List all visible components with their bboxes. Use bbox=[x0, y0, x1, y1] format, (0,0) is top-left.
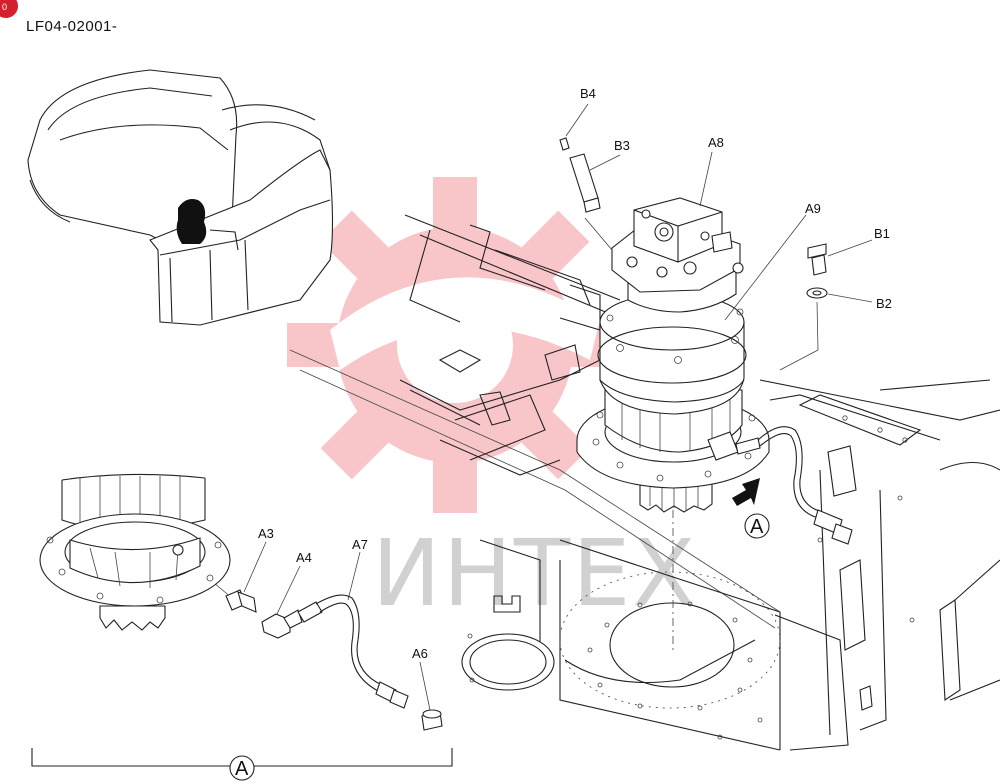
part-b2 bbox=[806, 287, 828, 299]
callout-b4: B4 bbox=[580, 86, 596, 101]
callout-a9: A9 bbox=[805, 201, 821, 216]
drawing-code: LF04-02001- bbox=[26, 18, 117, 35]
callout-a3: A3 bbox=[258, 526, 274, 541]
watermark-text: ИНТЕХ bbox=[372, 520, 697, 627]
part-a4 bbox=[261, 609, 303, 639]
callout-b3: B3 bbox=[614, 138, 630, 153]
corner-badge-icon: 0 bbox=[0, 0, 18, 18]
part-a6 bbox=[421, 709, 443, 731]
part-a3 bbox=[225, 589, 257, 613]
callout-b1: B1 bbox=[874, 226, 890, 241]
swing-motor-assembly bbox=[576, 197, 853, 545]
part-b4 bbox=[559, 137, 570, 151]
part-b1 bbox=[807, 243, 827, 276]
part-b3 bbox=[569, 153, 601, 213]
upper-frame bbox=[289, 214, 1000, 751]
detail-view-a bbox=[39, 473, 231, 631]
detail-bracket: A bbox=[31, 748, 453, 781]
corner-badge-label: 0 bbox=[2, 2, 7, 12]
callout-b2: B2 bbox=[876, 296, 892, 311]
arrow-icon bbox=[732, 478, 760, 506]
view-marker-main-label: A bbox=[750, 516, 764, 538]
machine-cab-inset bbox=[27, 69, 334, 326]
part-a7 bbox=[297, 594, 409, 709]
callout-a7: A7 bbox=[352, 537, 368, 552]
view-marker-main: A bbox=[744, 513, 770, 539]
view-marker-detail-label: A bbox=[235, 758, 249, 780]
callout-a8: A8 bbox=[708, 135, 724, 150]
callout-a4: A4 bbox=[296, 550, 312, 565]
watermark-logo bbox=[287, 177, 623, 513]
callout-a6: A6 bbox=[412, 646, 428, 661]
